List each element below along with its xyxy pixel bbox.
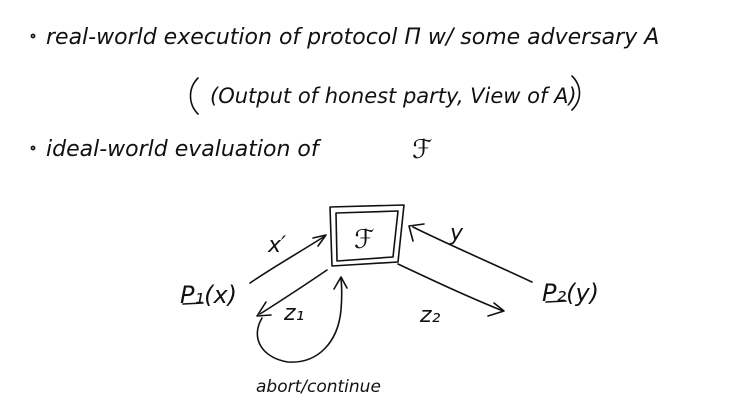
bullet-2-text: ideal-world evaluation of (46, 137, 322, 162)
arrow-p1-to-f (249, 234, 327, 284)
label-x-prime: x′ (267, 233, 286, 258)
label-y: y (449, 221, 464, 246)
party-2-label: P₂(y) (542, 279, 599, 307)
arrow-p2-to-f (408, 223, 533, 283)
label-z1: z₁ (283, 301, 304, 326)
box-functionality-label: ℱ (354, 225, 374, 255)
party-1-label: P₁(x) (180, 281, 237, 309)
p1-underline (182, 302, 204, 305)
arrow-f-to-p2 (397, 263, 505, 317)
abort-continue-label: abort/continue (256, 377, 381, 397)
bullet-1-detail-text: (Output of honest party, View of A) (210, 84, 577, 108)
bullet-dot-1 (30, 33, 36, 39)
bullet-dot-2 (30, 145, 36, 151)
functionality-box (329, 204, 405, 267)
label-z2: z₂ (419, 303, 441, 328)
abort-continue-loop (256, 276, 348, 363)
p2-underline (545, 300, 567, 303)
left-paren (189, 77, 199, 115)
right-paren (571, 75, 581, 111)
arrow-f-to-p1 (256, 269, 328, 317)
ideal-functionality-symbol: ℱ (412, 135, 432, 165)
bullet-1-text: real-world execution of protocol Π w/ so… (46, 25, 659, 50)
